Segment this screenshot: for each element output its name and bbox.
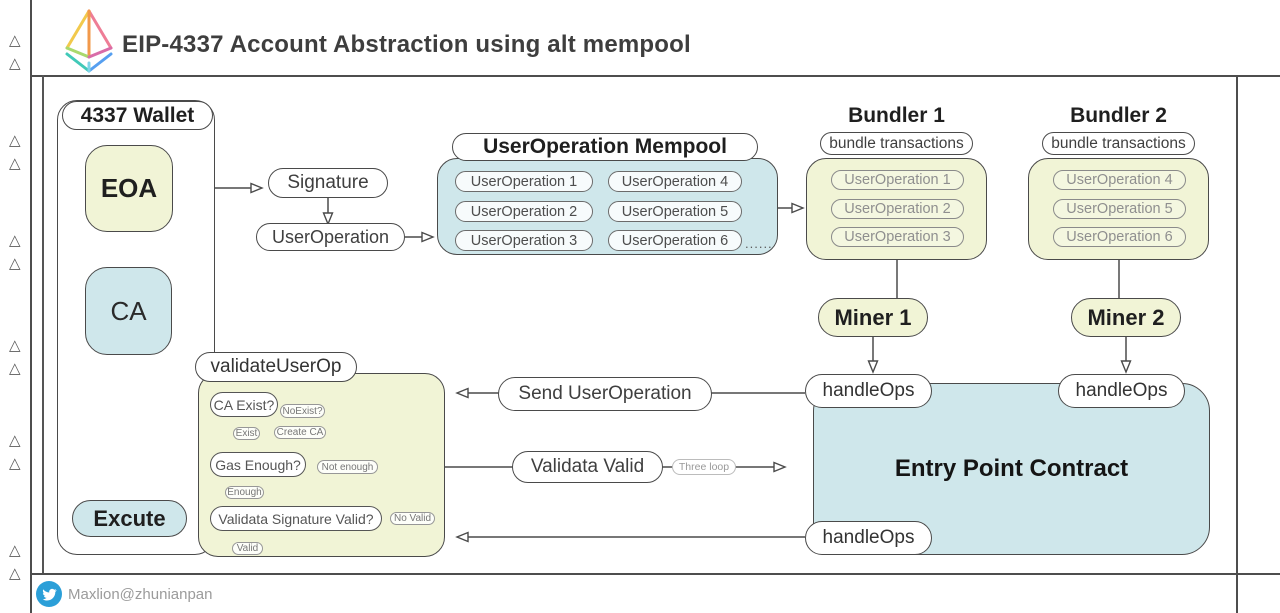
left-rule: [30, 0, 32, 613]
triangle-mark-icon: △: [9, 455, 21, 472]
canvas-left-border: [42, 75, 44, 573]
entry-point-contract: Entry Point Contract: [813, 383, 1210, 555]
bundler1-item: UserOperation 1: [831, 170, 964, 190]
mempool-title: UserOperation Mempool: [452, 133, 758, 161]
send-useroperation-node: Send UserOperation: [498, 377, 712, 411]
triangle-mark-icon: △: [9, 337, 21, 354]
enough-node: Enough: [225, 486, 264, 499]
bundler2-item: UserOperation 6: [1053, 227, 1186, 247]
excute-node: Excute: [72, 500, 187, 537]
footer-credit: Maxlion@zhunianpan: [68, 586, 213, 603]
handleops-top-right: handleOps: [1058, 374, 1185, 408]
bundler1-subtitle: bundle transactions: [820, 132, 973, 155]
bundler1-item: UserOperation 2: [831, 199, 964, 219]
valid-node: Valid: [232, 542, 263, 555]
triangle-mark-icon: △: [9, 255, 21, 272]
bundler2-title: Bundler 2: [1070, 104, 1167, 127]
exist-node: Exist: [233, 427, 260, 440]
triangle-mark-icon: △: [9, 55, 21, 72]
header-divider: [30, 75, 1280, 77]
ca-exist-node: CA Exist?: [210, 392, 278, 417]
mempool-item: UserOperation 1: [455, 171, 593, 192]
triangle-mark-icon: △: [9, 542, 21, 559]
validata-valid-node: Validata Valid: [512, 451, 663, 483]
miner1-node: Miner 1: [818, 298, 928, 337]
mempool-item: UserOperation 2: [455, 201, 593, 222]
handleops-bottom-left: handleOps: [805, 521, 932, 555]
mempool-item: UserOperation 4: [608, 171, 742, 192]
gas-enough-node: Gas Enough?: [210, 452, 306, 477]
bundler1-title: Bundler 1: [848, 104, 945, 127]
triangle-mark-icon: △: [9, 132, 21, 149]
triangle-mark-icon: △: [9, 155, 21, 172]
triangle-mark-icon: △: [9, 32, 21, 49]
not-enough-node: Not enough: [317, 460, 378, 474]
wallet-label: 4337 Wallet: [62, 101, 213, 130]
noexist-node: NoExist?: [280, 404, 325, 418]
bundler2-item: UserOperation 4: [1053, 170, 1186, 190]
sig-valid-node: Validata Signature Valid?: [210, 506, 382, 531]
mempool-ellipsis: ......: [745, 236, 773, 251]
triangle-mark-icon: △: [9, 565, 21, 582]
eoa-node: EOA: [85, 145, 173, 232]
handleops-top-left: handleOps: [805, 374, 932, 408]
bundler2-item: UserOperation 5: [1053, 199, 1186, 219]
footer-divider: [30, 573, 1280, 575]
triangle-mark-icon: △: [9, 360, 21, 377]
right-rule: [1236, 75, 1238, 613]
bundler1-item: UserOperation 3: [831, 227, 964, 247]
page-title: EIP-4337 Account Abstraction using alt m…: [122, 31, 691, 58]
miner2-node: Miner 2: [1071, 298, 1181, 337]
twitter-icon: [36, 581, 62, 607]
signature-node: Signature: [268, 168, 388, 198]
ca-node: CA: [85, 267, 172, 355]
create-ca-node: Create CA: [274, 426, 326, 439]
triangle-mark-icon: △: [9, 432, 21, 449]
user-operation-node: UserOperation: [256, 223, 405, 251]
three-loop-node: Three loop: [672, 459, 736, 475]
ethereum-logo-icon: [65, 9, 113, 73]
no-valid-node: No Valid: [390, 512, 435, 525]
mempool-item: UserOperation 5: [608, 201, 742, 222]
mempool-item: UserOperation 6: [608, 230, 742, 251]
triangle-mark-icon: △: [9, 232, 21, 249]
bundler2-subtitle: bundle transactions: [1042, 132, 1195, 155]
validateuserop-label: validateUserOp: [195, 352, 357, 382]
mempool-item: UserOperation 3: [455, 230, 593, 251]
